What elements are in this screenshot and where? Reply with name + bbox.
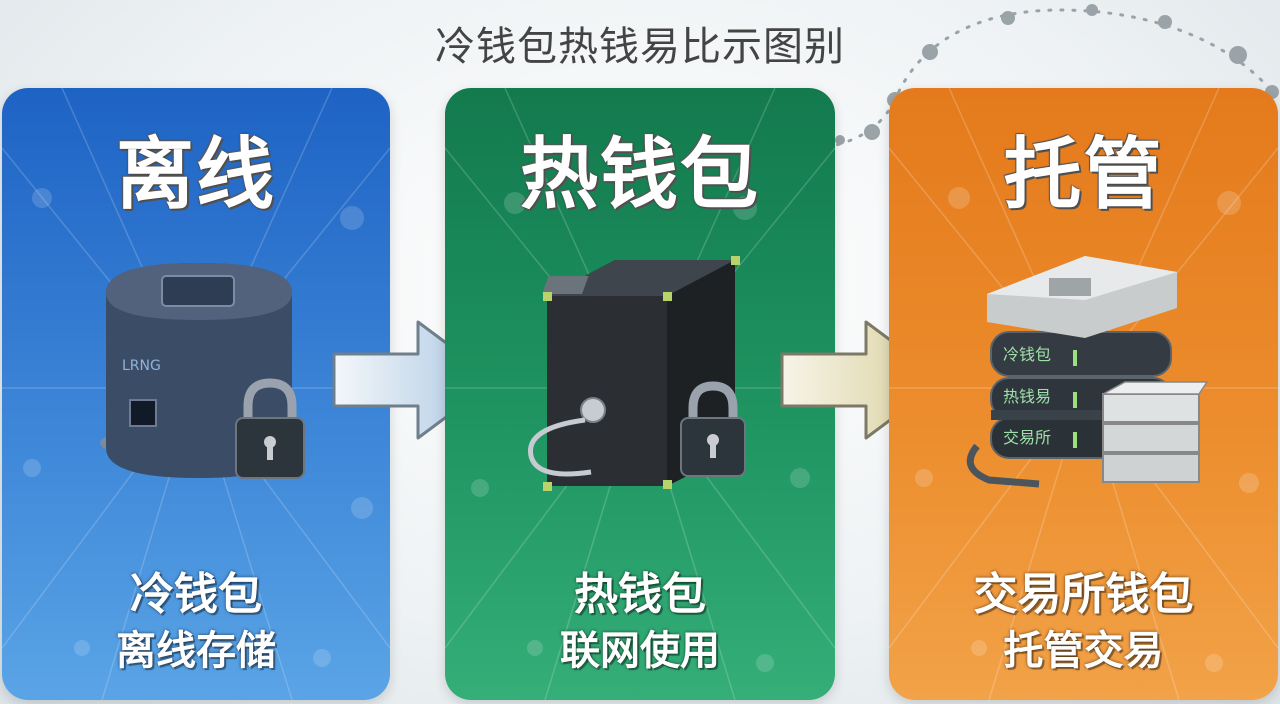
server-label-3: 交易所	[1003, 428, 1051, 447]
hot-wallet-heading: 热钱包	[519, 129, 760, 220]
page-title: 冷钱包热钱易比示图别	[435, 24, 845, 70]
hot-wallet-card: 热钱包 热钱包 联网使用	[445, 88, 835, 700]
cold-storage-illustration: LRNG	[100, 263, 305, 479]
cold-wallet-title: 冷钱包	[130, 569, 262, 620]
hot-wallet-subtitle: 联网使用	[560, 628, 720, 674]
cold-wallet-card: 离线 LRNG 冷钱包 离线存储	[2, 88, 390, 700]
cold-wallet-subtitle: 离线存储	[116, 628, 276, 674]
hot-wallet-title: 热钱包	[574, 569, 706, 620]
exchange-server-illustration: 冷钱包 热钱易 交易所	[966, 256, 1209, 488]
server-label-2: 热钱易	[1003, 387, 1051, 406]
cold-wallet-heading: 离线	[115, 129, 276, 220]
hot-wallet-illustration	[527, 256, 746, 491]
network-background	[889, 88, 1278, 700]
device-label: LRNG	[122, 358, 161, 374]
key-icon	[527, 397, 606, 477]
exchange-wallet-heading: 托管	[1003, 129, 1164, 220]
padlock-icon	[680, 381, 746, 477]
small-server-units	[1102, 381, 1209, 483]
server-label-1: 冷钱包	[1003, 345, 1051, 364]
exchange-wallet-title: 交易所钱包	[973, 569, 1194, 620]
exchange-wallet-card: 托管 冷钱包 热钱易 交易所 交易所钱包 托管交易	[889, 88, 1278, 700]
exchange-wallet-subtitle: 托管交易	[1003, 628, 1164, 674]
padlock-icon	[235, 378, 305, 479]
